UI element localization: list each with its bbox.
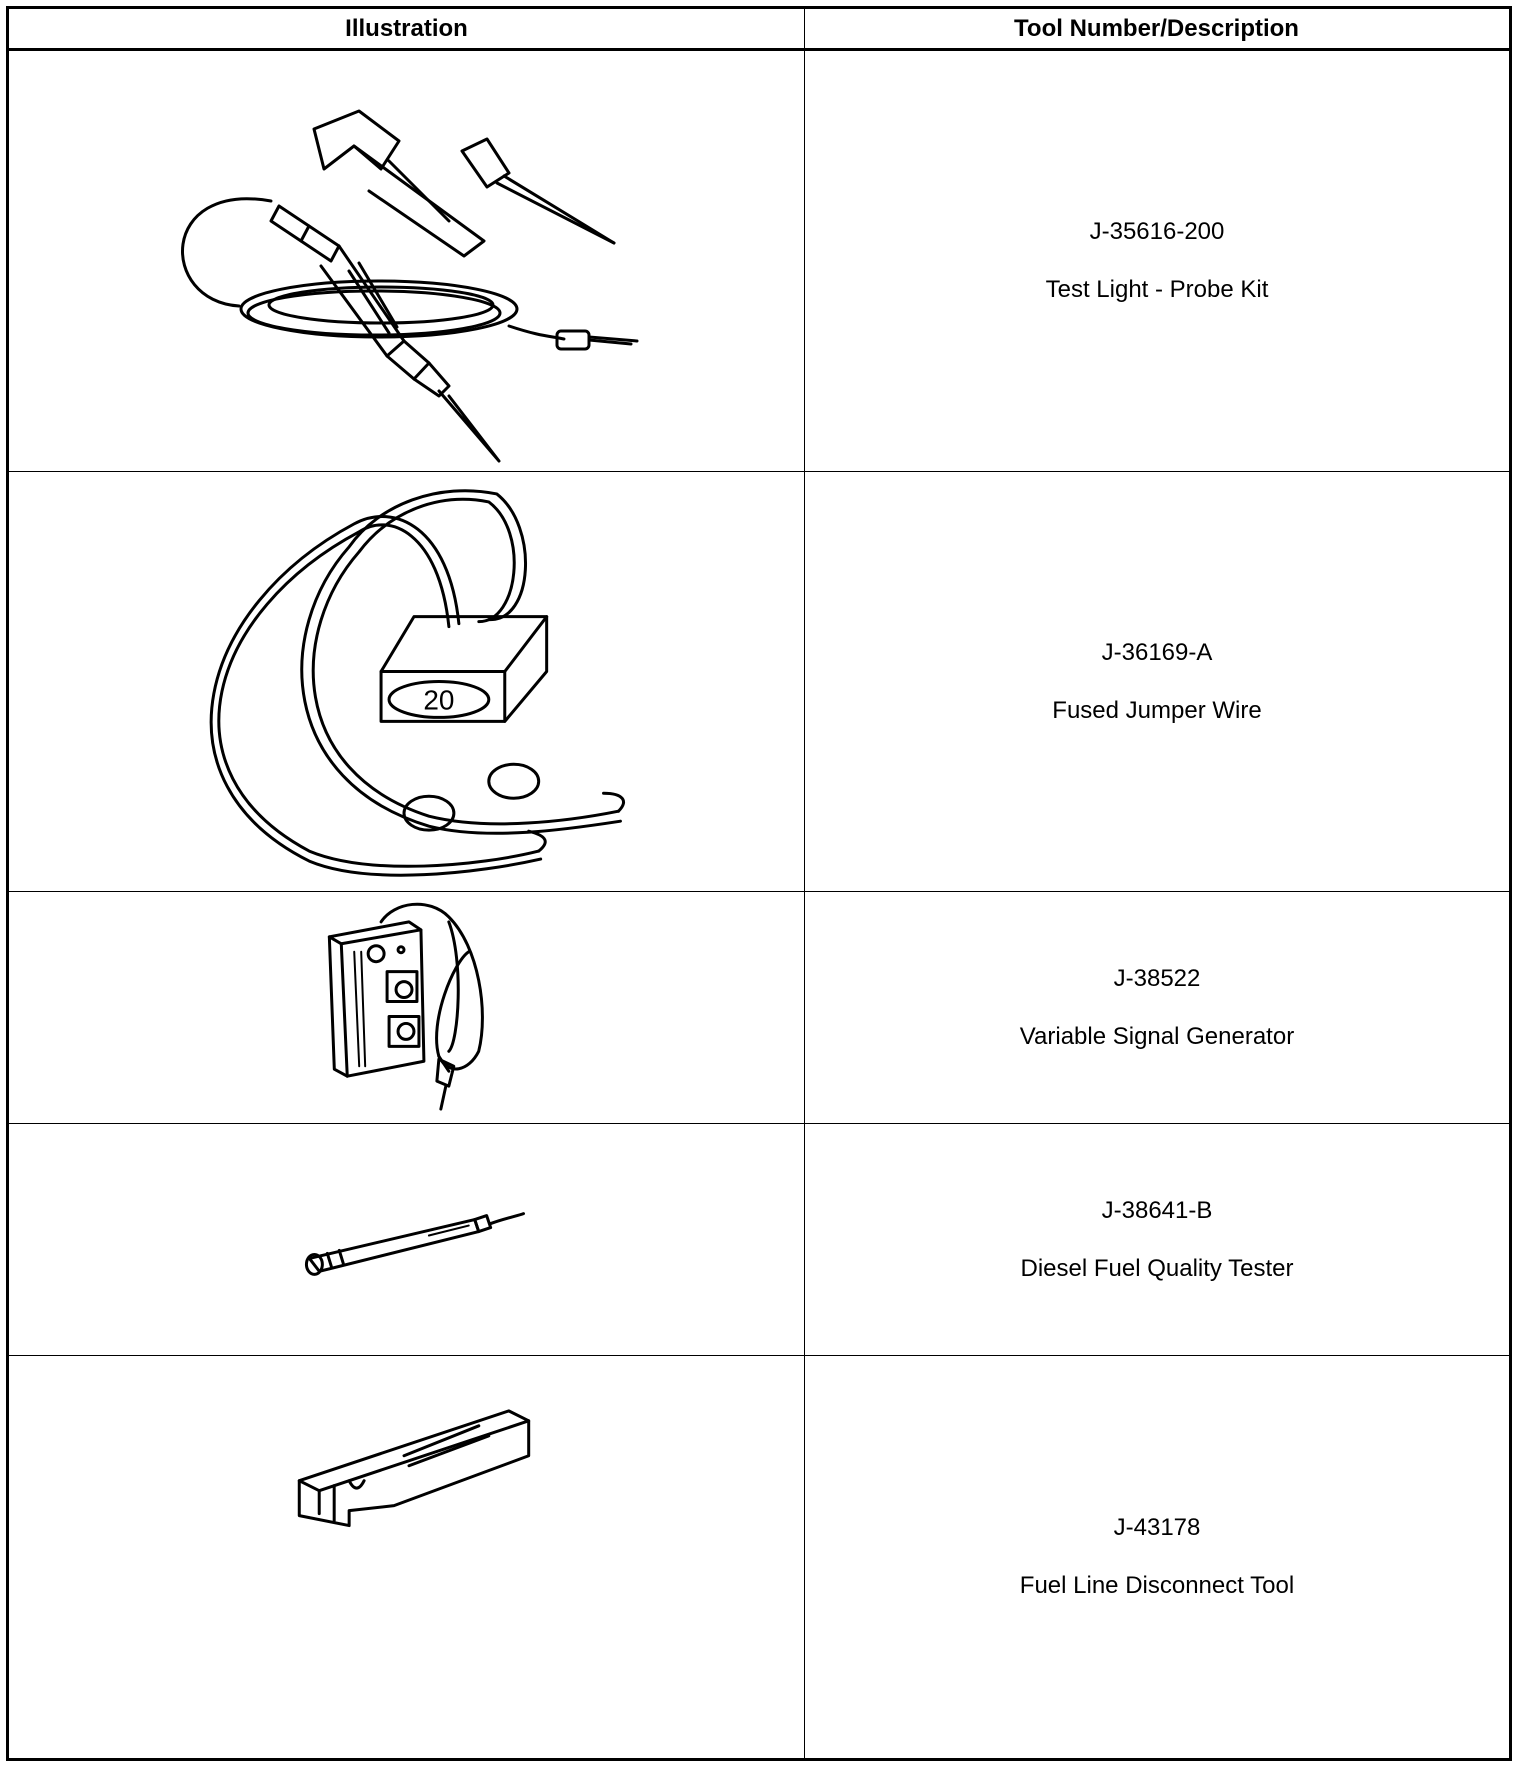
header-illustration: Illustration [345, 14, 468, 42]
tool-description: Fused Jumper Wire [1052, 696, 1262, 724]
fuel-line-disconnect-tool-icon [9, 1356, 804, 1758]
tool-description-cell: J-38641-B Diesel Fuel Quality Tester [805, 1124, 1509, 1355]
tool-description-cell: J-38522 Variable Signal Generator [805, 892, 1509, 1123]
tool-description-cell: J-35616-200 Test Light - Probe Kit [805, 51, 1509, 471]
tool-number: J-38522 [1113, 964, 1201, 992]
diesel-fuel-quality-tester-icon [9, 1124, 804, 1355]
tool-number: J-36169-A [1101, 638, 1213, 666]
tool-number: J-38641-B [1101, 1196, 1213, 1224]
column-divider [804, 9, 805, 1758]
tool-number: J-35616-200 [1089, 218, 1225, 245]
table-row: J-43178 Fuel Line Disconnect Tool [9, 1355, 1509, 1758]
tool-description: Variable Signal Generator [1019, 1022, 1295, 1050]
header-tool-number-description: Tool Number/Description [1014, 14, 1299, 42]
table-row: J-38522 Variable Signal Generator [9, 891, 1509, 1123]
tool-description: Diesel Fuel Quality Tester [1020, 1254, 1294, 1282]
fused-jumper-wire-icon: 20 [9, 472, 804, 891]
table-row: 20 J-36169-A Fused Jumper Wire [9, 471, 1509, 891]
tools-table: Illustration Tool Number/Description [6, 6, 1512, 1761]
variable-signal-generator-icon [9, 892, 804, 1123]
tool-description: Test Light - Probe Kit [1045, 276, 1269, 303]
tool-description: Fuel Line Disconnect Tool [1019, 1572, 1295, 1599]
fuse-rating-label: 20 [423, 684, 454, 715]
table-row: J-38641-B Diesel Fuel Quality Tester [9, 1123, 1509, 1355]
table-row: J-35616-200 Test Light - Probe Kit [9, 51, 1509, 471]
test-light-probe-kit-icon [9, 51, 804, 471]
tool-description-cell: J-36169-A Fused Jumper Wire [805, 472, 1509, 891]
tool-description-cell: J-43178 Fuel Line Disconnect Tool [805, 1356, 1509, 1758]
tool-number: J-43178 [1113, 1514, 1201, 1541]
table-header-row: Illustration Tool Number/Description [9, 9, 1509, 51]
